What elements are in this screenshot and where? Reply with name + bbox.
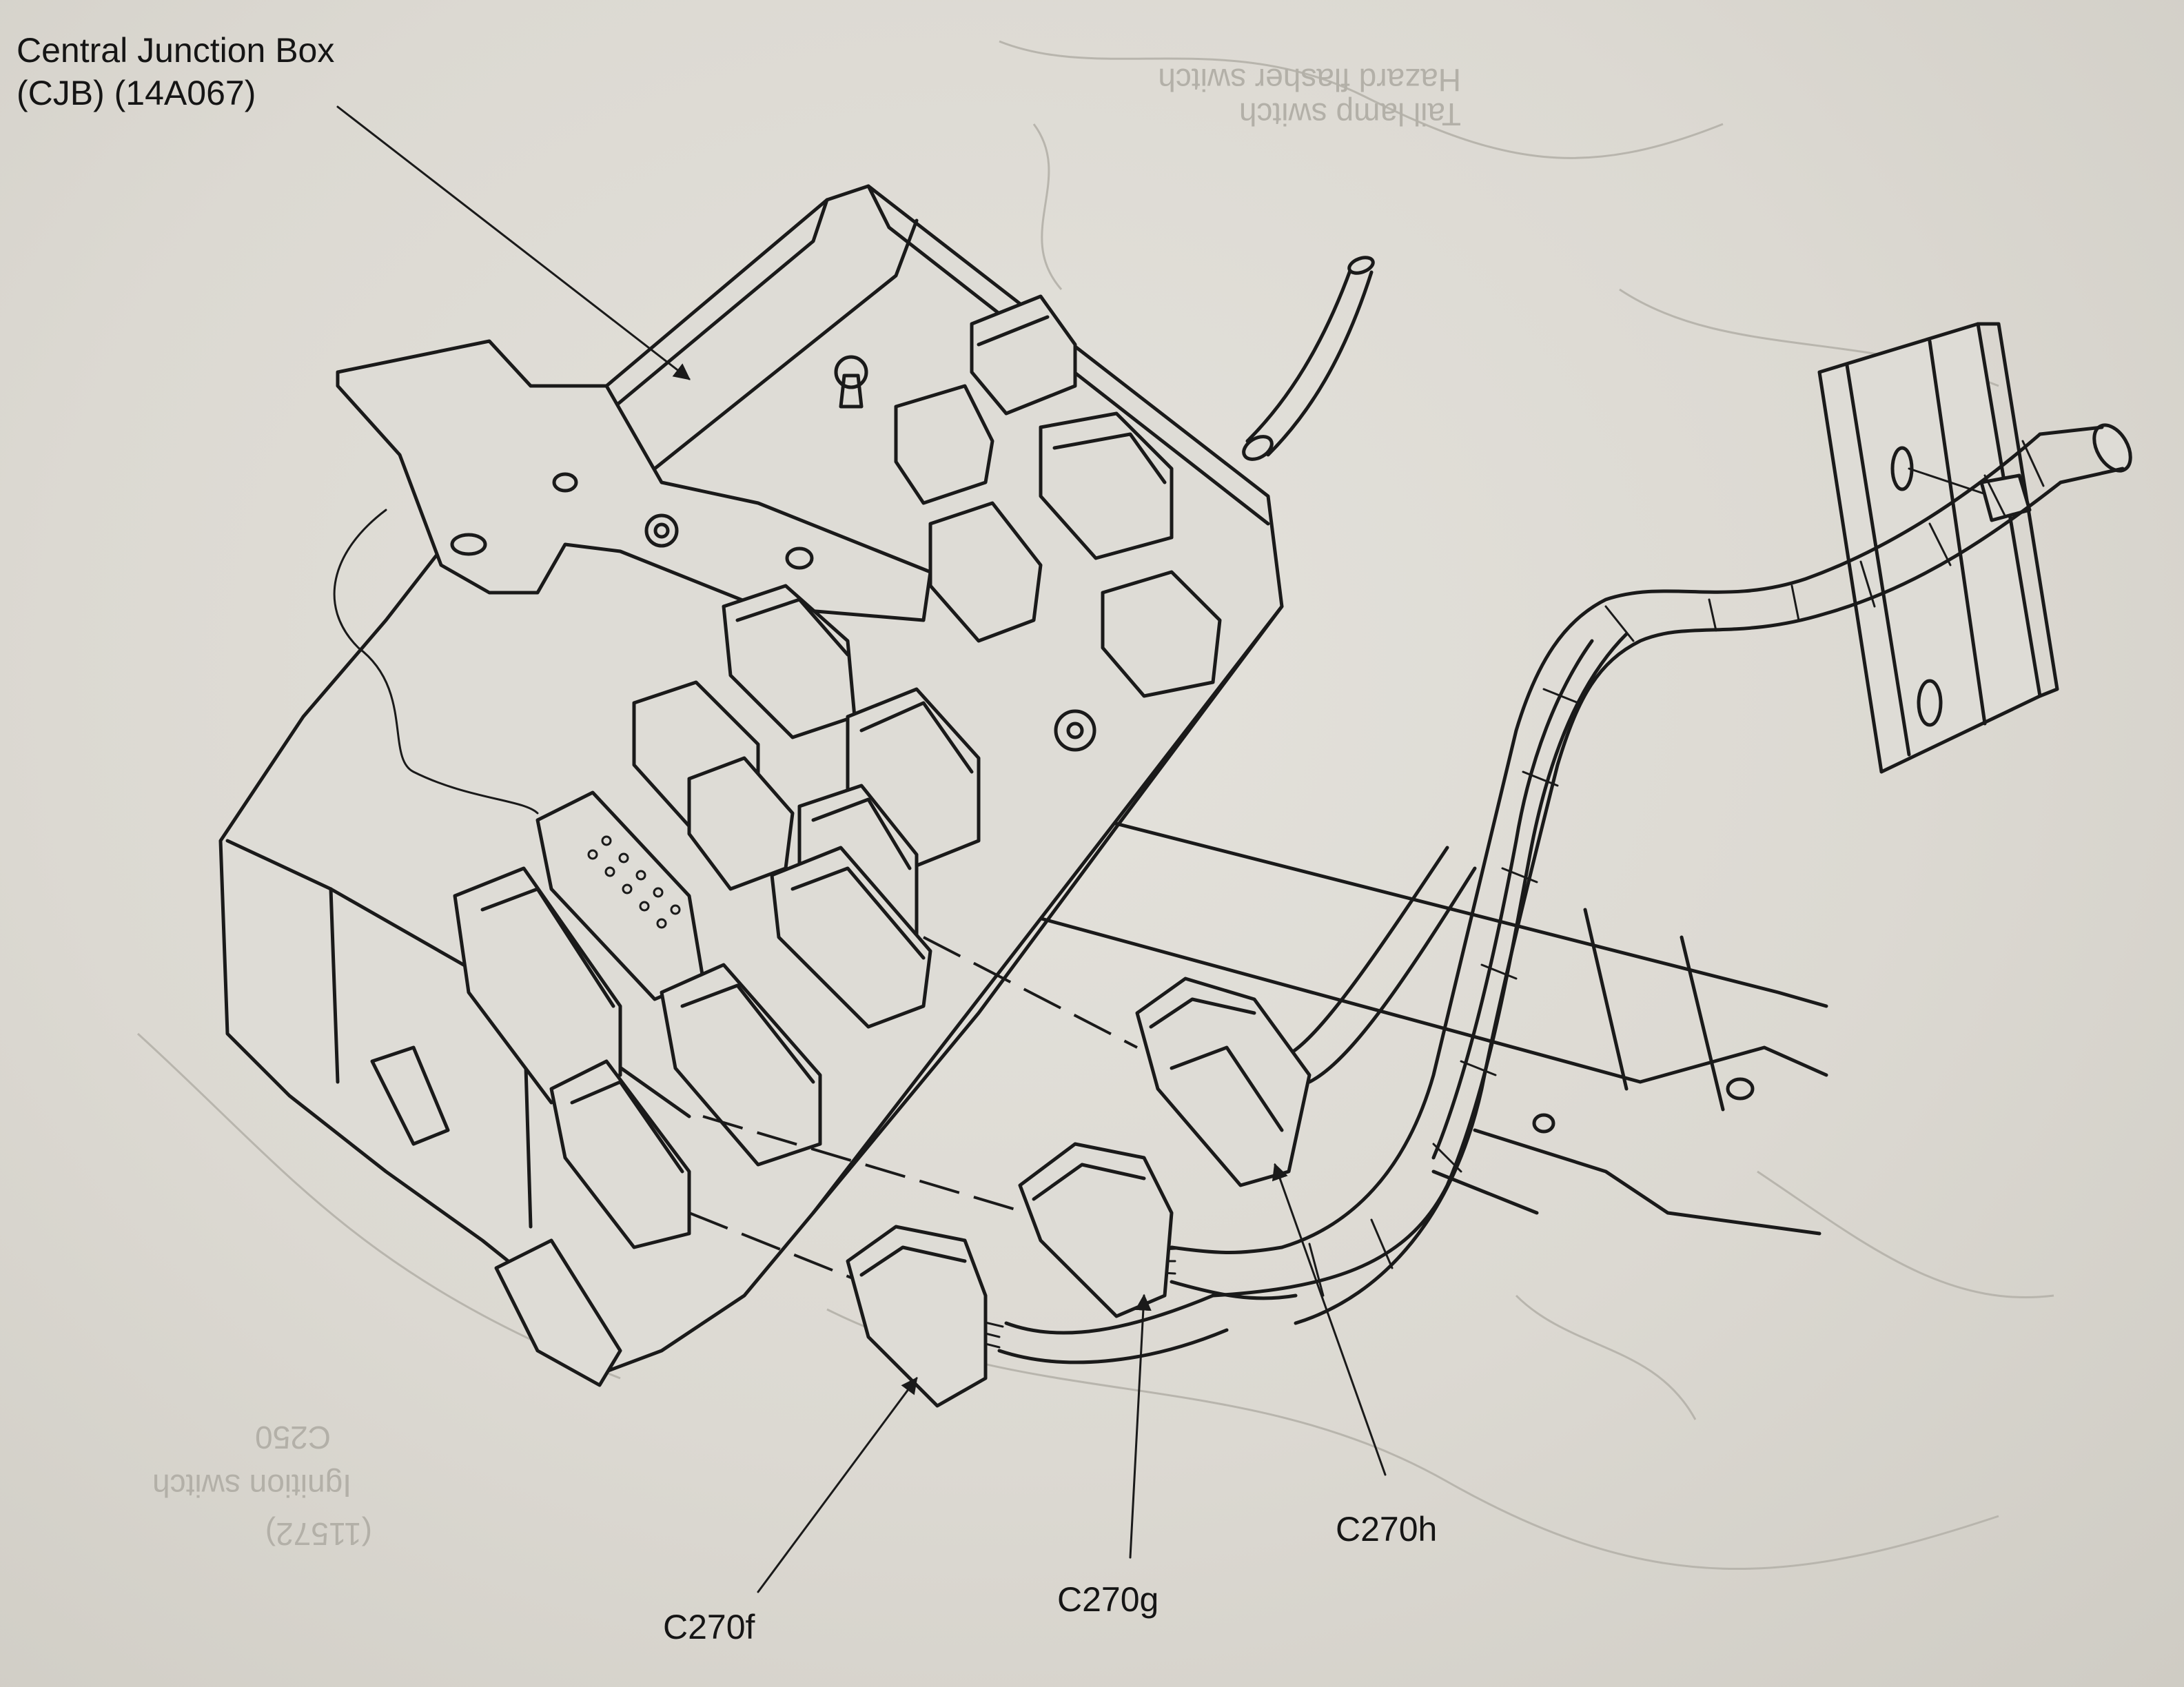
c270f-leader-arrow bbox=[757, 1377, 918, 1593]
c270h-leader-arrow bbox=[1272, 1163, 1387, 1476]
mating-lines bbox=[688, 936, 1138, 1283]
cjb-callout-line2: (CJB) (14A067) bbox=[17, 74, 256, 112]
leader-arrows bbox=[336, 105, 1387, 1593]
mounting-bracket bbox=[1817, 322, 2059, 774]
background-bleed: Hazard flasher switch Tail lamp switch C… bbox=[136, 40, 2054, 1571]
cjb-callout-line1: Central Junction Box bbox=[17, 31, 335, 70]
c270g-callout: C270g bbox=[1057, 1580, 1159, 1619]
svg-text:Ignition switch: Ignition switch bbox=[152, 1468, 351, 1504]
wiring-harness bbox=[943, 256, 2132, 1364]
svg-text:(11572): (11572) bbox=[265, 1516, 372, 1552]
central-junction-box bbox=[218, 184, 1284, 1387]
c270h-callout: C270h bbox=[1336, 1510, 1438, 1548]
cjb-leader-arrow bbox=[336, 105, 691, 380]
harness-connector-c270g bbox=[1018, 1142, 1174, 1318]
svg-text:C250: C250 bbox=[255, 1420, 331, 1455]
svg-text:Hazard flasher switch: Hazard flasher switch bbox=[1158, 62, 1461, 98]
connector-pins bbox=[587, 835, 681, 929]
cjb-callout: Central Junction Box (CJB) (14A067) bbox=[17, 29, 334, 114]
cross-car-beam bbox=[1032, 811, 1828, 1236]
harness-connector-c270f bbox=[846, 1225, 988, 1408]
harness-connector-c270h bbox=[1135, 977, 1312, 1187]
c270g-leader-arrow bbox=[1129, 1294, 1152, 1559]
c270f-callout: C270f bbox=[663, 1608, 755, 1646]
svg-text:Tail lamp switch: Tail lamp switch bbox=[1239, 96, 1461, 132]
